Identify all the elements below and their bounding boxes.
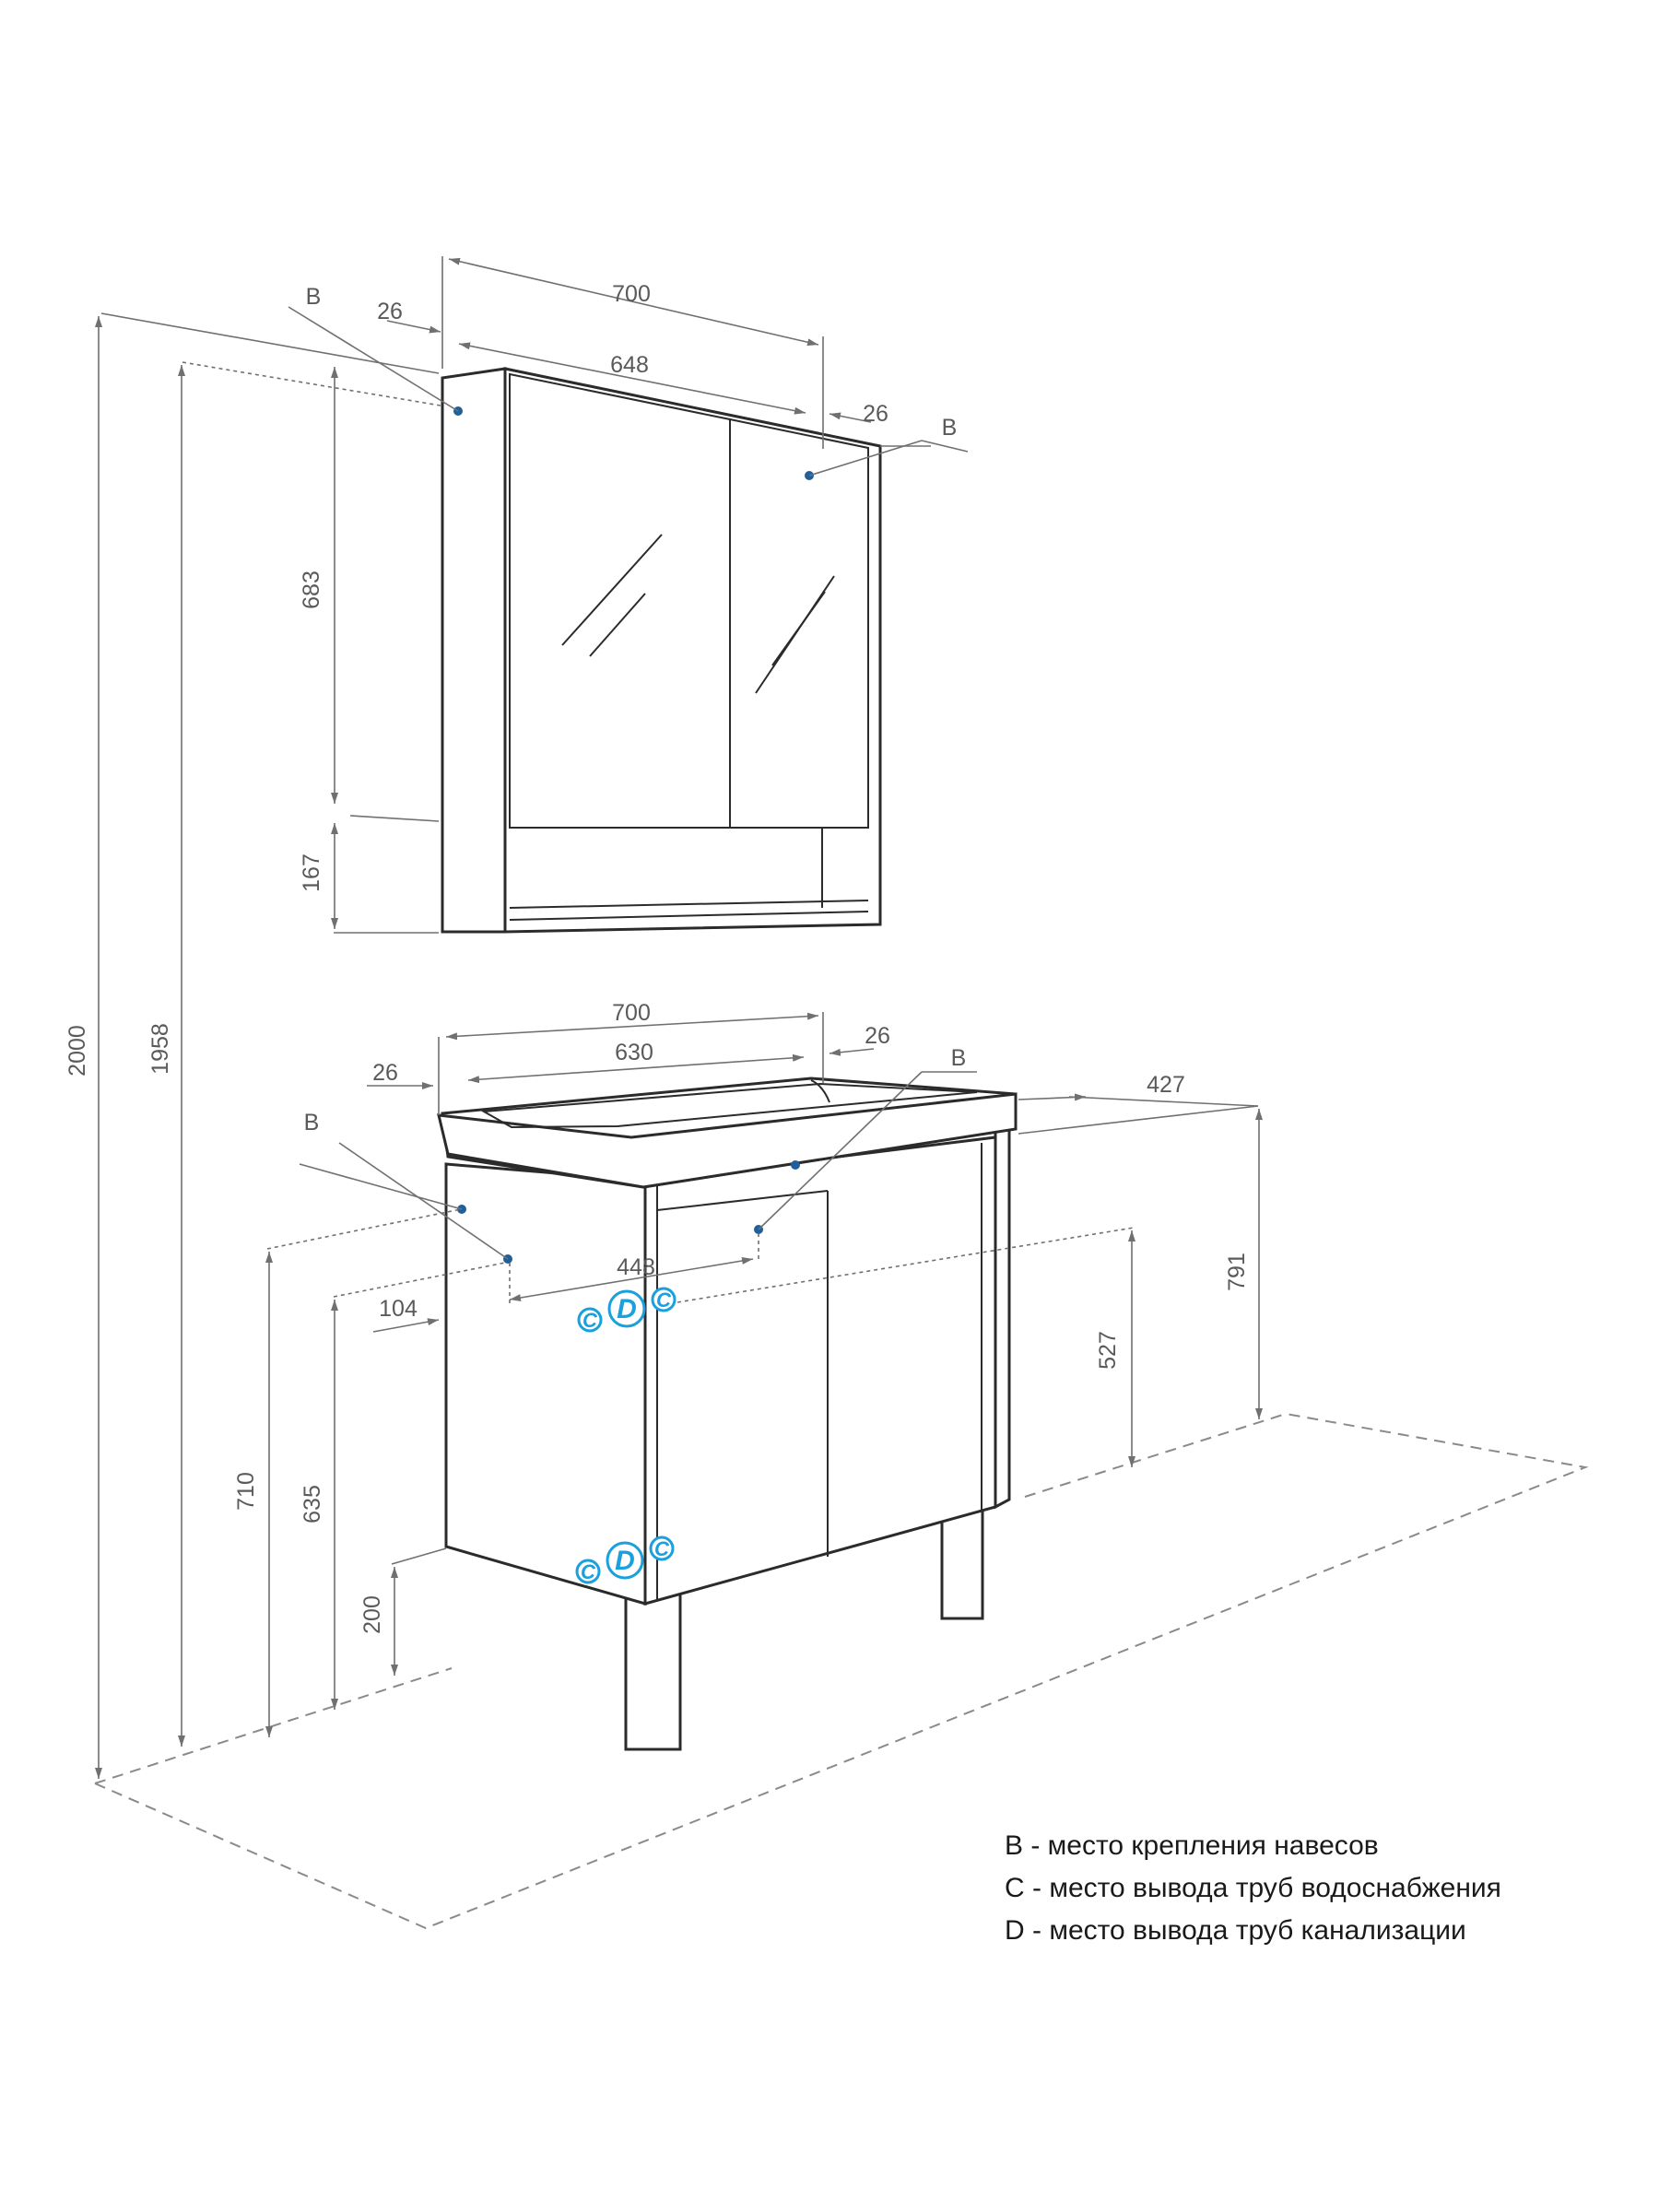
vanity-height-710: 710 (233, 1472, 259, 1511)
vanity-height-527: 527 (1095, 1331, 1121, 1370)
mirror-width-700: 700 (612, 281, 651, 307)
mirror-cabinet (441, 367, 882, 934)
vanity-height-635: 635 (300, 1485, 325, 1524)
pipe-c-upper-left: C (582, 1309, 598, 1332)
mount-label-b-right: B (942, 415, 958, 441)
vanity-height-200: 200 (359, 1595, 385, 1634)
vanity-offset-104: 104 (379, 1296, 418, 1322)
legend-b: B - место крепления навесов (1005, 1830, 1379, 1861)
vanity-mount-label-b-right: B (951, 1045, 967, 1071)
pipe-d-lower: D (615, 1546, 635, 1576)
leg-back (940, 1505, 984, 1620)
vanity-cabinet (437, 1077, 1018, 1751)
vanity-side-right-26: 26 (865, 1023, 890, 1049)
legend: B - место крепления навесов C - место вы… (1005, 1830, 1501, 1946)
vanity-mount-point-right (791, 1160, 800, 1170)
vanity-width-448: 448 (617, 1254, 655, 1280)
legend-c: C - место вывода труб водоснабжения (1005, 1873, 1501, 1903)
mount-label-b-left: B (306, 284, 322, 310)
mirror-height-167: 167 (299, 853, 324, 892)
mirror-side-right-26: 26 (863, 401, 888, 427)
vanity-width-700: 700 (612, 1000, 651, 1026)
height-1958: 1958 (147, 1023, 173, 1075)
leg-front (624, 1579, 682, 1751)
height-2000: 2000 (65, 1025, 90, 1077)
vanity-side-left-26: 26 (372, 1060, 398, 1086)
vanity-depth-427: 427 (1147, 1072, 1185, 1098)
mirror-dimensions: 700 648 26 26 B B 683 167 (288, 256, 969, 934)
vanity-mount-label-b-left: B (304, 1110, 320, 1135)
mirror-height-683: 683 (299, 571, 324, 609)
pipe-d-upper: D (617, 1294, 637, 1324)
mirror-side-left-26: 26 (377, 299, 403, 324)
pipe-markers-lower: C D C (575, 1535, 675, 1584)
pipe-c-upper-right: C (656, 1288, 672, 1312)
vanity-width-630: 630 (615, 1040, 653, 1065)
vanity-height-791: 791 (1224, 1253, 1250, 1291)
total-height-dimensions: 2000 1958 (65, 312, 441, 1779)
legend-d: D - место вывода труб канализации (1005, 1915, 1466, 1946)
mirror-width-648: 648 (610, 352, 649, 378)
pipe-c-lower-left: C (581, 1560, 596, 1583)
vanity-dimensions: 700 630 26 26 427 791 527 448 104 B B 71… (233, 1000, 1263, 1737)
pipe-c-lower-right: C (654, 1537, 670, 1560)
floor-outline (94, 1413, 1589, 1930)
